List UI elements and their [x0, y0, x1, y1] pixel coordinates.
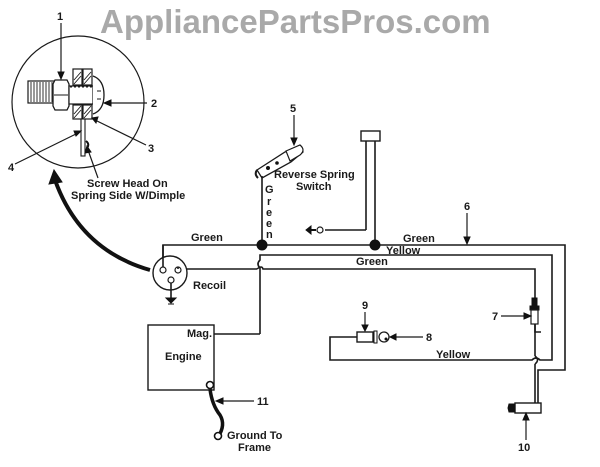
connector-9-icon	[356, 331, 374, 343]
detail-inset	[11, 35, 145, 169]
callout-6: 6	[464, 201, 470, 213]
callout-2: 2	[151, 98, 157, 110]
ground-strap	[208, 388, 225, 438]
callout-7: 7	[492, 311, 498, 323]
switch-10-icon	[507, 398, 542, 414]
spring-plate	[80, 118, 86, 157]
ground-symbol-icon	[164, 297, 178, 305]
threaded-stud-icon	[27, 80, 57, 104]
screw-head-icon	[92, 75, 105, 115]
svg-text:r: r	[267, 196, 272, 208]
engine-block	[147, 324, 215, 391]
ground-terminal-icon	[205, 380, 215, 390]
callout-11: 11	[257, 396, 269, 408]
watermark: AppliancePartsPros.com	[100, 3, 491, 40]
recoil-label: Recoil	[193, 280, 226, 292]
mag-label: Mag.	[187, 328, 212, 340]
green-label-left: Green	[191, 232, 223, 244]
svg-text:e: e	[266, 218, 272, 230]
recoil-connector-icon	[152, 245, 188, 298]
junction-dot	[256, 239, 268, 251]
svg-text:n: n	[266, 229, 273, 241]
reverse-switch-line2: Switch	[296, 181, 332, 193]
green-wire-middle	[256, 266, 541, 333]
green-label-top-right: Green	[403, 233, 435, 245]
junction-dot	[369, 239, 381, 251]
svg-text:e: e	[266, 207, 272, 219]
callout-8: 8	[426, 332, 432, 344]
screw-note-line1: Screw Head On	[87, 178, 168, 190]
yellow-wire-loop	[257, 254, 553, 361]
yellow-label-top: Yellow	[386, 245, 421, 257]
screw-note-line2: Spring Side W/Dimple	[71, 190, 185, 202]
engine-label: Engine	[165, 351, 202, 363]
reverse-switch-line1: Reverse Spring	[274, 169, 355, 181]
reverse-spring-switch-icon	[254, 144, 304, 179]
callout-10: 10	[518, 442, 530, 454]
callout-5: 5	[290, 103, 296, 115]
svg-text:G: G	[265, 184, 274, 196]
callout-4: 4	[8, 162, 15, 174]
plunger-switch-7-icon	[529, 297, 540, 398]
ground-line2: Frame	[238, 442, 271, 454]
callout-1: 1	[57, 11, 63, 23]
insulator-washer-icon	[72, 68, 93, 120]
green-vertical-label: G r e e n	[265, 184, 274, 241]
callout-3: 3	[148, 143, 154, 155]
detail-circle	[11, 35, 145, 169]
terminal-8-icon	[378, 331, 390, 343]
green-label-middle: Green	[356, 256, 388, 268]
wire-connector-icon	[305, 224, 324, 236]
yellow-label-bottom: Yellow	[436, 349, 471, 361]
detail-reference-arrow	[53, 179, 151, 272]
ground-line1: Ground To	[227, 430, 283, 442]
callout-9: 9	[362, 300, 368, 312]
seat-switch-icon	[360, 130, 381, 142]
ground-terminal-icon	[213, 431, 223, 441]
